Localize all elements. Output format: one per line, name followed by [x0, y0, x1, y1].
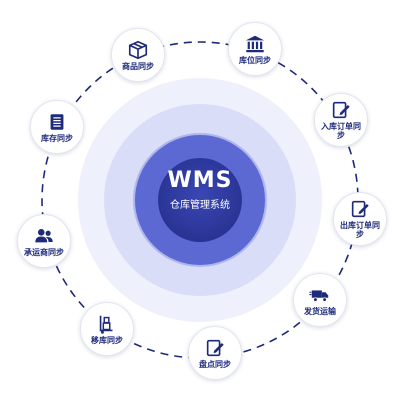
center-subtitle: 仓库管理系统 [170, 200, 230, 211]
node-label: 库位同步 [239, 55, 271, 65]
node-label: 商品同步 [122, 61, 154, 71]
node-stocktake-sync[interactable]: 盘点同步 [188, 326, 242, 380]
bank-icon [245, 35, 265, 52]
hand-truck-icon [99, 315, 113, 334]
node-inventory-sync[interactable]: 库存同步 [30, 100, 84, 154]
node-carrier-sync[interactable]: 承运商同步 [17, 214, 71, 268]
edit-document-icon [351, 201, 369, 218]
package-icon [128, 40, 148, 59]
node-label: 承运商同步 [24, 247, 64, 257]
node-inbound-order-sync[interactable]: 入库订单同步 [314, 93, 368, 147]
node-label: 入库订单同步 [321, 122, 361, 140]
edit-document-icon [206, 339, 224, 356]
node-transfer-sync[interactable]: 移库同步 [80, 302, 134, 356]
core-inner [158, 158, 242, 242]
node-label: 库存同步 [41, 133, 73, 143]
node-label: 出库订单同步 [340, 221, 380, 239]
node-label: 移库同步 [91, 335, 123, 345]
delivery-truck-icon [309, 290, 329, 302]
node-label: 盘点同步 [199, 359, 231, 369]
node-shipping-transport[interactable]: 发货运输 [293, 273, 347, 327]
node-outbound-order-sync[interactable]: 出库订单同步 [333, 192, 387, 246]
list-icon [50, 113, 64, 130]
node-product-sync[interactable]: 商品同步 [111, 28, 165, 82]
center-title: WMS [167, 168, 233, 193]
node-label: 发货运输 [304, 306, 336, 316]
users-icon [35, 228, 53, 243]
edit-document-icon [332, 102, 350, 119]
node-location-sync[interactable]: 库位同步 [228, 22, 282, 76]
